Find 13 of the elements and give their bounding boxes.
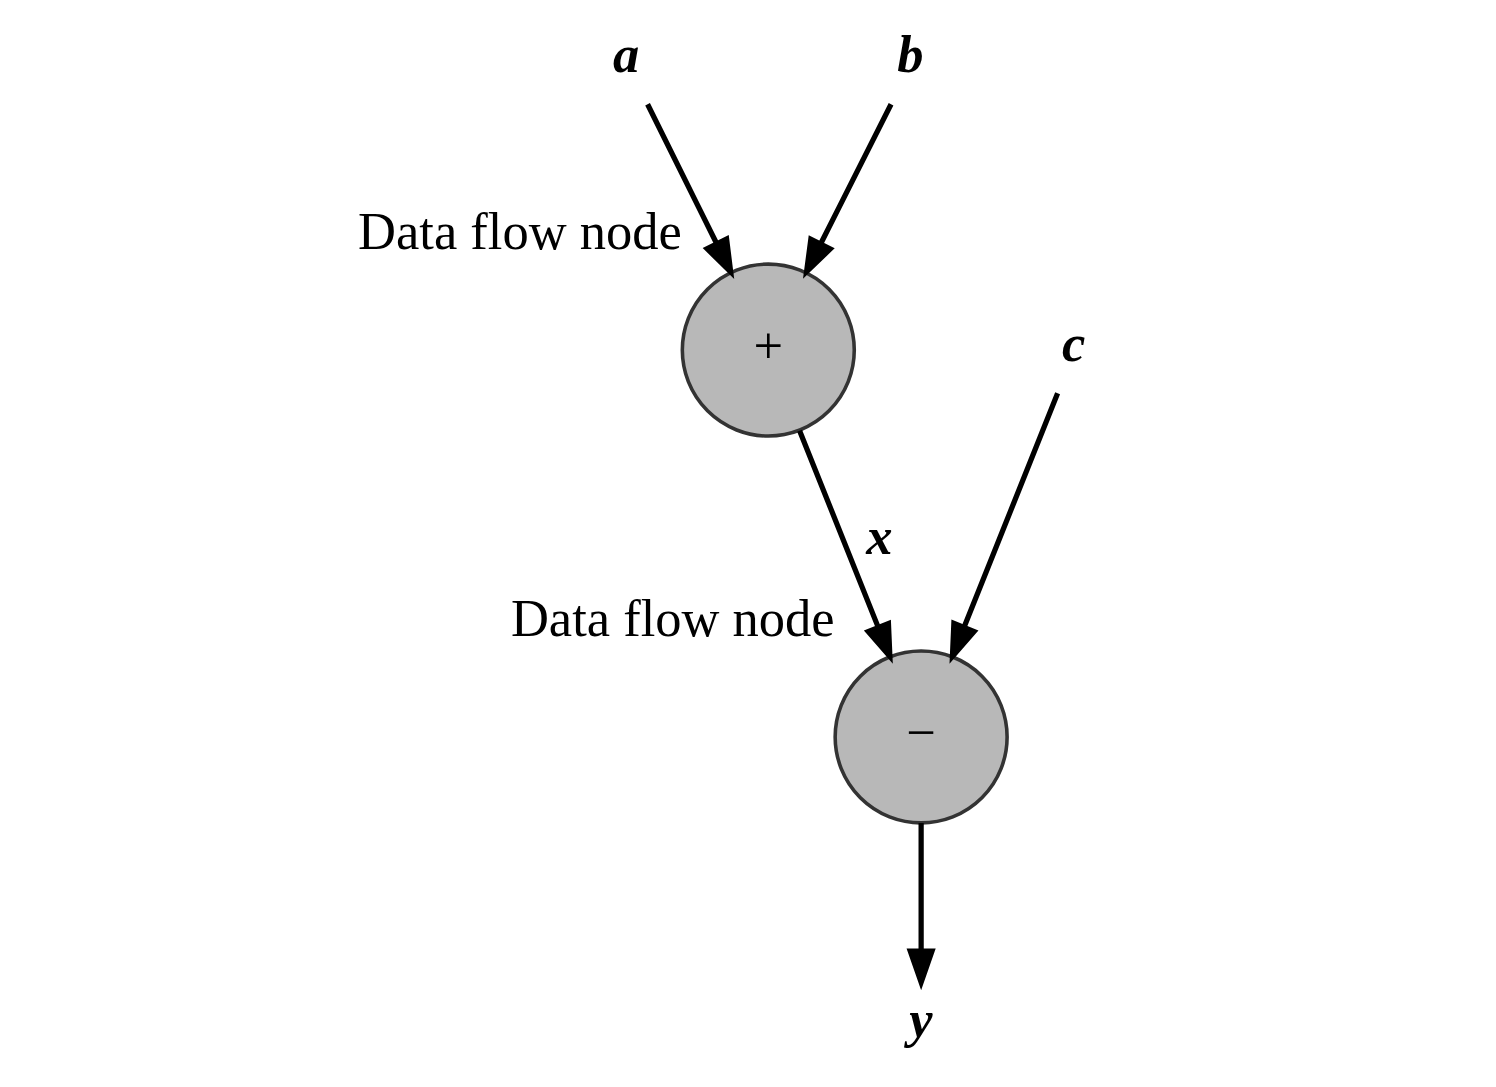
node-circle: − [833, 649, 1009, 825]
arrow [906, 823, 936, 991]
arrow [803, 103, 894, 279]
node-text: c [1062, 314, 1086, 373]
arrow [949, 392, 1061, 664]
node-label: Data flow node [510, 588, 835, 647]
edge-label: x [866, 507, 893, 566]
arrow [645, 103, 735, 279]
node-text: a [613, 25, 640, 84]
arrow [797, 429, 893, 664]
node-text: b [897, 25, 924, 84]
node-circle: + [680, 262, 857, 438]
node-label: Data flow node [358, 201, 682, 260]
